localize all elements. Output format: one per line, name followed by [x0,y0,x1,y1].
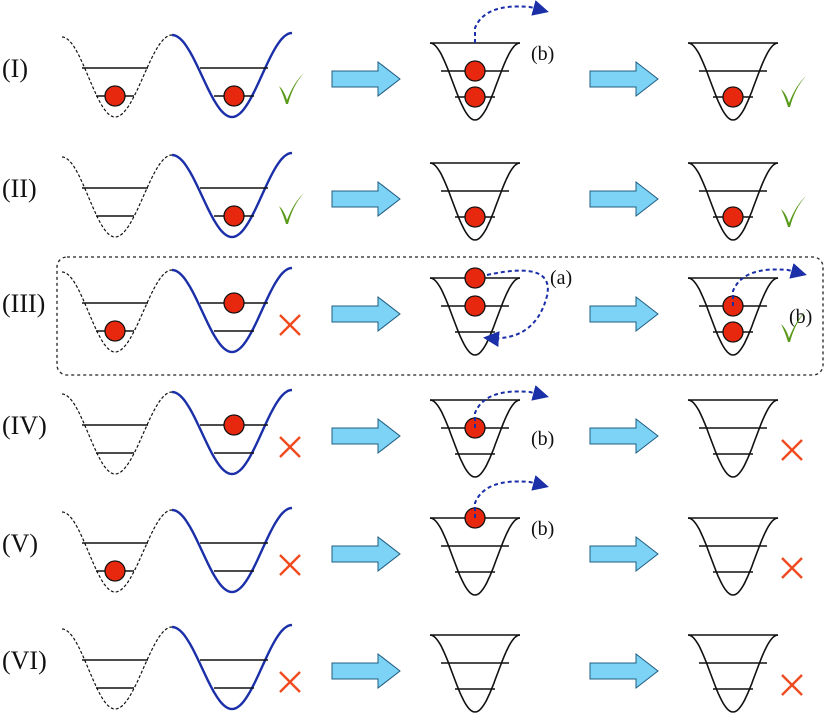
row-label: (III) [2,289,45,318]
right-well [171,31,293,119]
right-arrow-icon [589,652,659,690]
particle-ball [223,205,245,227]
right-arrow-icon [331,180,401,218]
check-icon [279,193,304,224]
check-icon [781,76,806,107]
row-2: (II) [2,151,806,241]
right-arrow-icon [331,295,401,333]
left-well [61,509,173,593]
row-label: (II) [2,174,37,203]
check-icon [279,73,304,104]
particle-ball [722,206,744,228]
particle-ball [464,86,486,108]
particle-ball [104,85,126,107]
particle-ball [104,320,126,342]
single-well [687,399,779,478]
right-arrow-icon [589,295,659,333]
particle-ball [464,295,486,317]
right-well [171,623,293,711]
right-well [171,506,293,594]
single-well [687,277,779,356]
cross-icon [279,671,301,693]
right-well [171,151,293,239]
single-well [429,399,521,478]
single-well [687,162,779,241]
cross-icon [279,436,301,458]
left-well [61,154,173,238]
single-well [429,634,521,713]
right-arrow-icon [331,652,401,690]
relaxation-arrow [483,269,549,347]
escape-arrow [732,263,807,306]
row-4: (IV) (b) [2,385,803,478]
particle-ball [223,85,245,107]
row-5: (V) (b) [2,475,803,596]
particle-ball [223,414,245,436]
escape-arrow [474,475,549,518]
escape-arrow [474,0,549,43]
row-label: (VI) [2,646,47,675]
right-arrow-icon [589,535,659,573]
row-label: (V) [2,529,38,558]
single-well [429,517,521,596]
particle-ball [104,560,126,582]
row-1: (I) (b) [2,0,806,121]
particle-ball [464,60,486,82]
cross-icon [279,314,301,336]
cross-icon [781,557,803,579]
single-well [429,277,521,356]
left-well [61,626,173,710]
left-well [61,269,173,353]
left-well [61,34,173,118]
escape-arrow [474,385,549,428]
right-arrow-icon [331,535,401,573]
single-well [429,162,521,241]
particle-ball [223,292,245,314]
single-well [687,634,779,713]
right-well [171,266,293,354]
single-well [687,517,779,596]
row-6: (VI) [2,623,803,713]
highlight-box [56,256,824,376]
annotation-label: (b) [531,428,554,450]
check-icon [781,311,806,342]
right-arrow-icon [589,60,659,98]
cross-icon [781,674,803,696]
particle-ball [722,86,744,108]
row-label: (I) [2,54,28,83]
cross-icon [781,439,803,461]
single-well [429,42,521,121]
row-label: (IV) [2,411,47,440]
right-arrow-icon [331,417,401,455]
annotation-label: (b) [531,518,554,540]
right-well [171,388,293,476]
annotation-label: (a) [550,267,572,289]
annotation-label: (b) [531,43,554,65]
left-well [61,391,173,475]
check-icon [781,196,806,227]
right-arrow-icon [589,180,659,218]
right-arrow-icon [331,60,401,98]
particle-ball [464,206,486,228]
single-well [687,42,779,121]
row-3: (III)(a)(b) [2,256,824,376]
cross-icon [279,554,301,576]
particle-ball [722,321,744,343]
right-arrow-icon [589,417,659,455]
particle-ball [464,267,486,289]
